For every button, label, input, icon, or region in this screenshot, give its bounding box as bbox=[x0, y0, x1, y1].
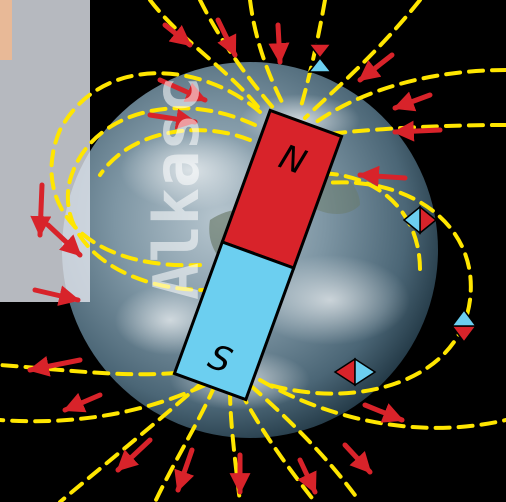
field-line bbox=[49, 71, 262, 268]
field-arrow bbox=[32, 285, 81, 306]
field-arrow bbox=[162, 22, 193, 48]
field-line bbox=[66, 106, 257, 292]
field-line bbox=[298, 0, 327, 112]
compass-needle-top bbox=[307, 43, 333, 73]
field-line bbox=[258, 378, 506, 430]
field-arrow bbox=[157, 77, 208, 103]
field-line bbox=[0, 383, 207, 424]
field-arrow bbox=[174, 447, 195, 493]
field-arrow bbox=[30, 182, 52, 238]
compass-needle-right bbox=[450, 308, 478, 344]
field-line bbox=[303, 0, 422, 120]
field-line bbox=[268, 180, 473, 396]
compass-needle-right-top bbox=[402, 205, 438, 235]
field-arrow bbox=[115, 437, 153, 473]
field-line bbox=[198, 0, 277, 112]
watermark-panel bbox=[0, 0, 90, 302]
field-arrow bbox=[62, 392, 103, 413]
field-arrow bbox=[392, 120, 443, 142]
field-arrow bbox=[297, 457, 318, 495]
field-arrow bbox=[147, 108, 198, 130]
field-line bbox=[310, 68, 506, 127]
field-arrow bbox=[268, 22, 290, 65]
field-arrow bbox=[392, 91, 433, 112]
field-arrow bbox=[357, 52, 395, 83]
field-arrows bbox=[27, 17, 443, 495]
field-arrow bbox=[357, 165, 408, 187]
watermark-text: Alkasc bbox=[140, 76, 213, 300]
field-line bbox=[148, 0, 264, 114]
field-line bbox=[98, 128, 252, 177]
field-line bbox=[248, 383, 362, 502]
field-arrow bbox=[45, 222, 83, 258]
field-line bbox=[58, 378, 207, 502]
field-arrow bbox=[362, 402, 405, 423]
magnet-south-pole bbox=[172, 240, 296, 402]
field-arrow bbox=[342, 442, 373, 475]
field-arrow bbox=[27, 355, 83, 377]
field-arrow bbox=[215, 17, 238, 58]
field-line bbox=[248, 0, 287, 110]
field-line bbox=[153, 383, 217, 502]
compass-needle-bottom bbox=[333, 357, 377, 387]
bar-magnet: N S bbox=[172, 108, 344, 402]
